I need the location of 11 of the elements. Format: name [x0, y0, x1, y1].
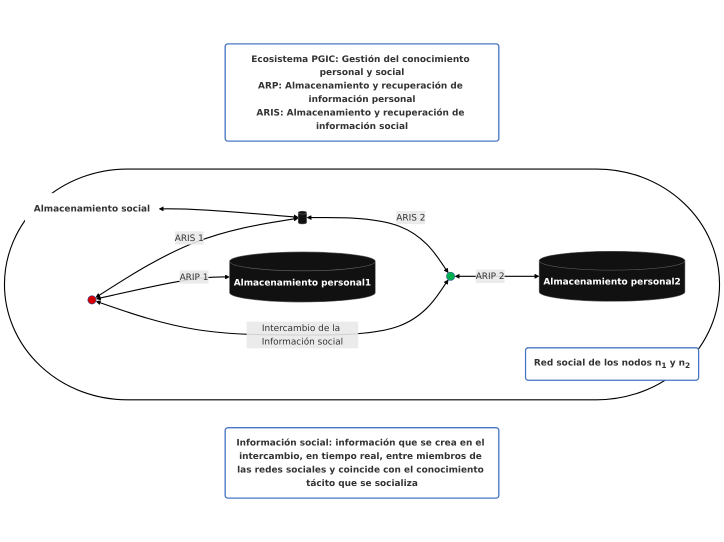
edge-label: ARIS 2 [396, 212, 426, 223]
edge-label: Intercambio de la Información social [262, 322, 344, 347]
node-circle [446, 272, 456, 281]
edge-label: ARIS 1 [174, 232, 204, 244]
node-circle [87, 295, 96, 304]
arrow [95, 216, 298, 298]
edge-label: ARIP 1 [180, 271, 208, 282]
arrow [158, 206, 298, 220]
edge-label: ARIP 2 [476, 270, 505, 282]
node-cylinder [298, 210, 307, 224]
arrow [306, 215, 448, 274]
